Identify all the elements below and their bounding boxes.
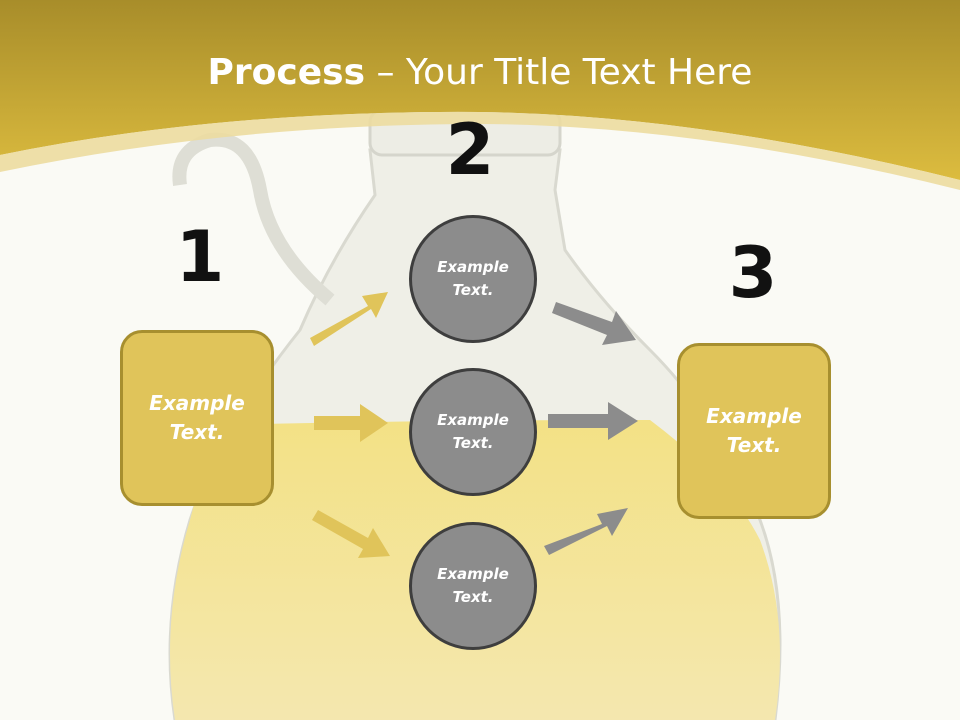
- title-bold: Process: [207, 52, 366, 93]
- circle-middle-line1: Example: [437, 411, 509, 429]
- gray-arrow-right: [548, 402, 638, 440]
- step-number-1: 1: [175, 216, 225, 298]
- step-number-2: 2: [445, 109, 495, 191]
- title-rest: – Your Title Text Here: [365, 52, 753, 93]
- gray-arrow-up: [544, 508, 628, 555]
- yellow-arrow-right: [314, 404, 388, 442]
- gray-arrow-down: [552, 302, 636, 345]
- circle-bottom-line1: Example: [437, 565, 509, 583]
- step1-line2: Text.: [169, 420, 225, 444]
- circle-bottom-line2: Text.: [452, 588, 494, 606]
- circle-top-line1: Example: [437, 258, 509, 276]
- yellow-arrow-down: [312, 510, 390, 558]
- step3-line1: Example: [706, 404, 802, 428]
- step3-line2: Text.: [726, 433, 782, 457]
- step1-line1: Example: [149, 391, 245, 415]
- yellow-arrow-up: [310, 292, 388, 346]
- page-title: Process – Your Title Text Here: [0, 52, 960, 93]
- step-number-3: 3: [728, 232, 778, 314]
- circle-top-line2: Text.: [452, 281, 494, 299]
- circle-middle-line2: Text.: [452, 434, 494, 452]
